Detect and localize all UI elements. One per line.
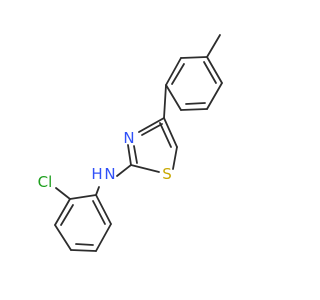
thiazole-ring: [127, 117, 178, 173]
atom-n-thiazole: N: [123, 129, 134, 147]
bond-inner: [185, 102, 206, 105]
bond: [95, 194, 112, 225]
bond: [163, 117, 178, 148]
bond: [165, 84, 182, 111]
bond-double: [141, 123, 163, 136]
bond-c2-nh: [116, 164, 132, 177]
tolyl-ring: [165, 56, 223, 111]
atom-s-thiazole: S: [162, 165, 172, 183]
bond: [180, 56, 208, 59]
structure-diagram: N S H N Cl: [38, 34, 223, 252]
bond-c-cl: [55, 187, 71, 200]
bond-double: [133, 145, 138, 164]
atom-n-amine: N: [104, 165, 115, 183]
bond-inner: [203, 61, 217, 84]
atom-h-amine: H: [91, 165, 102, 183]
bond-methyl: [206, 34, 221, 58]
bond: [69, 194, 97, 200]
bond-inner: [60, 204, 74, 226]
bond: [70, 249, 97, 252]
bond: [130, 164, 160, 173]
chlorophenyl-ring: [54, 194, 112, 252]
molecule-canvas: N S H N Cl: [38, 34, 223, 252]
bond-inner: [92, 200, 106, 225]
bond: [127, 144, 132, 166]
bond: [206, 56, 223, 84]
atom-cl: Cl: [38, 173, 53, 191]
bond: [206, 82, 223, 110]
bond: [54, 224, 72, 251]
bond-inner: [75, 243, 94, 246]
bond-nh-phenyl: [95, 186, 100, 196]
bond: [54, 198, 71, 226]
bond: [138, 117, 165, 133]
bond-aryl-thiazole: [163, 84, 167, 119]
bond: [95, 223, 112, 252]
bond-double: [159, 122, 172, 148]
bond-inner: [171, 63, 185, 85]
bond: [172, 146, 178, 170]
bond: [165, 57, 182, 86]
bond: [180, 108, 208, 111]
